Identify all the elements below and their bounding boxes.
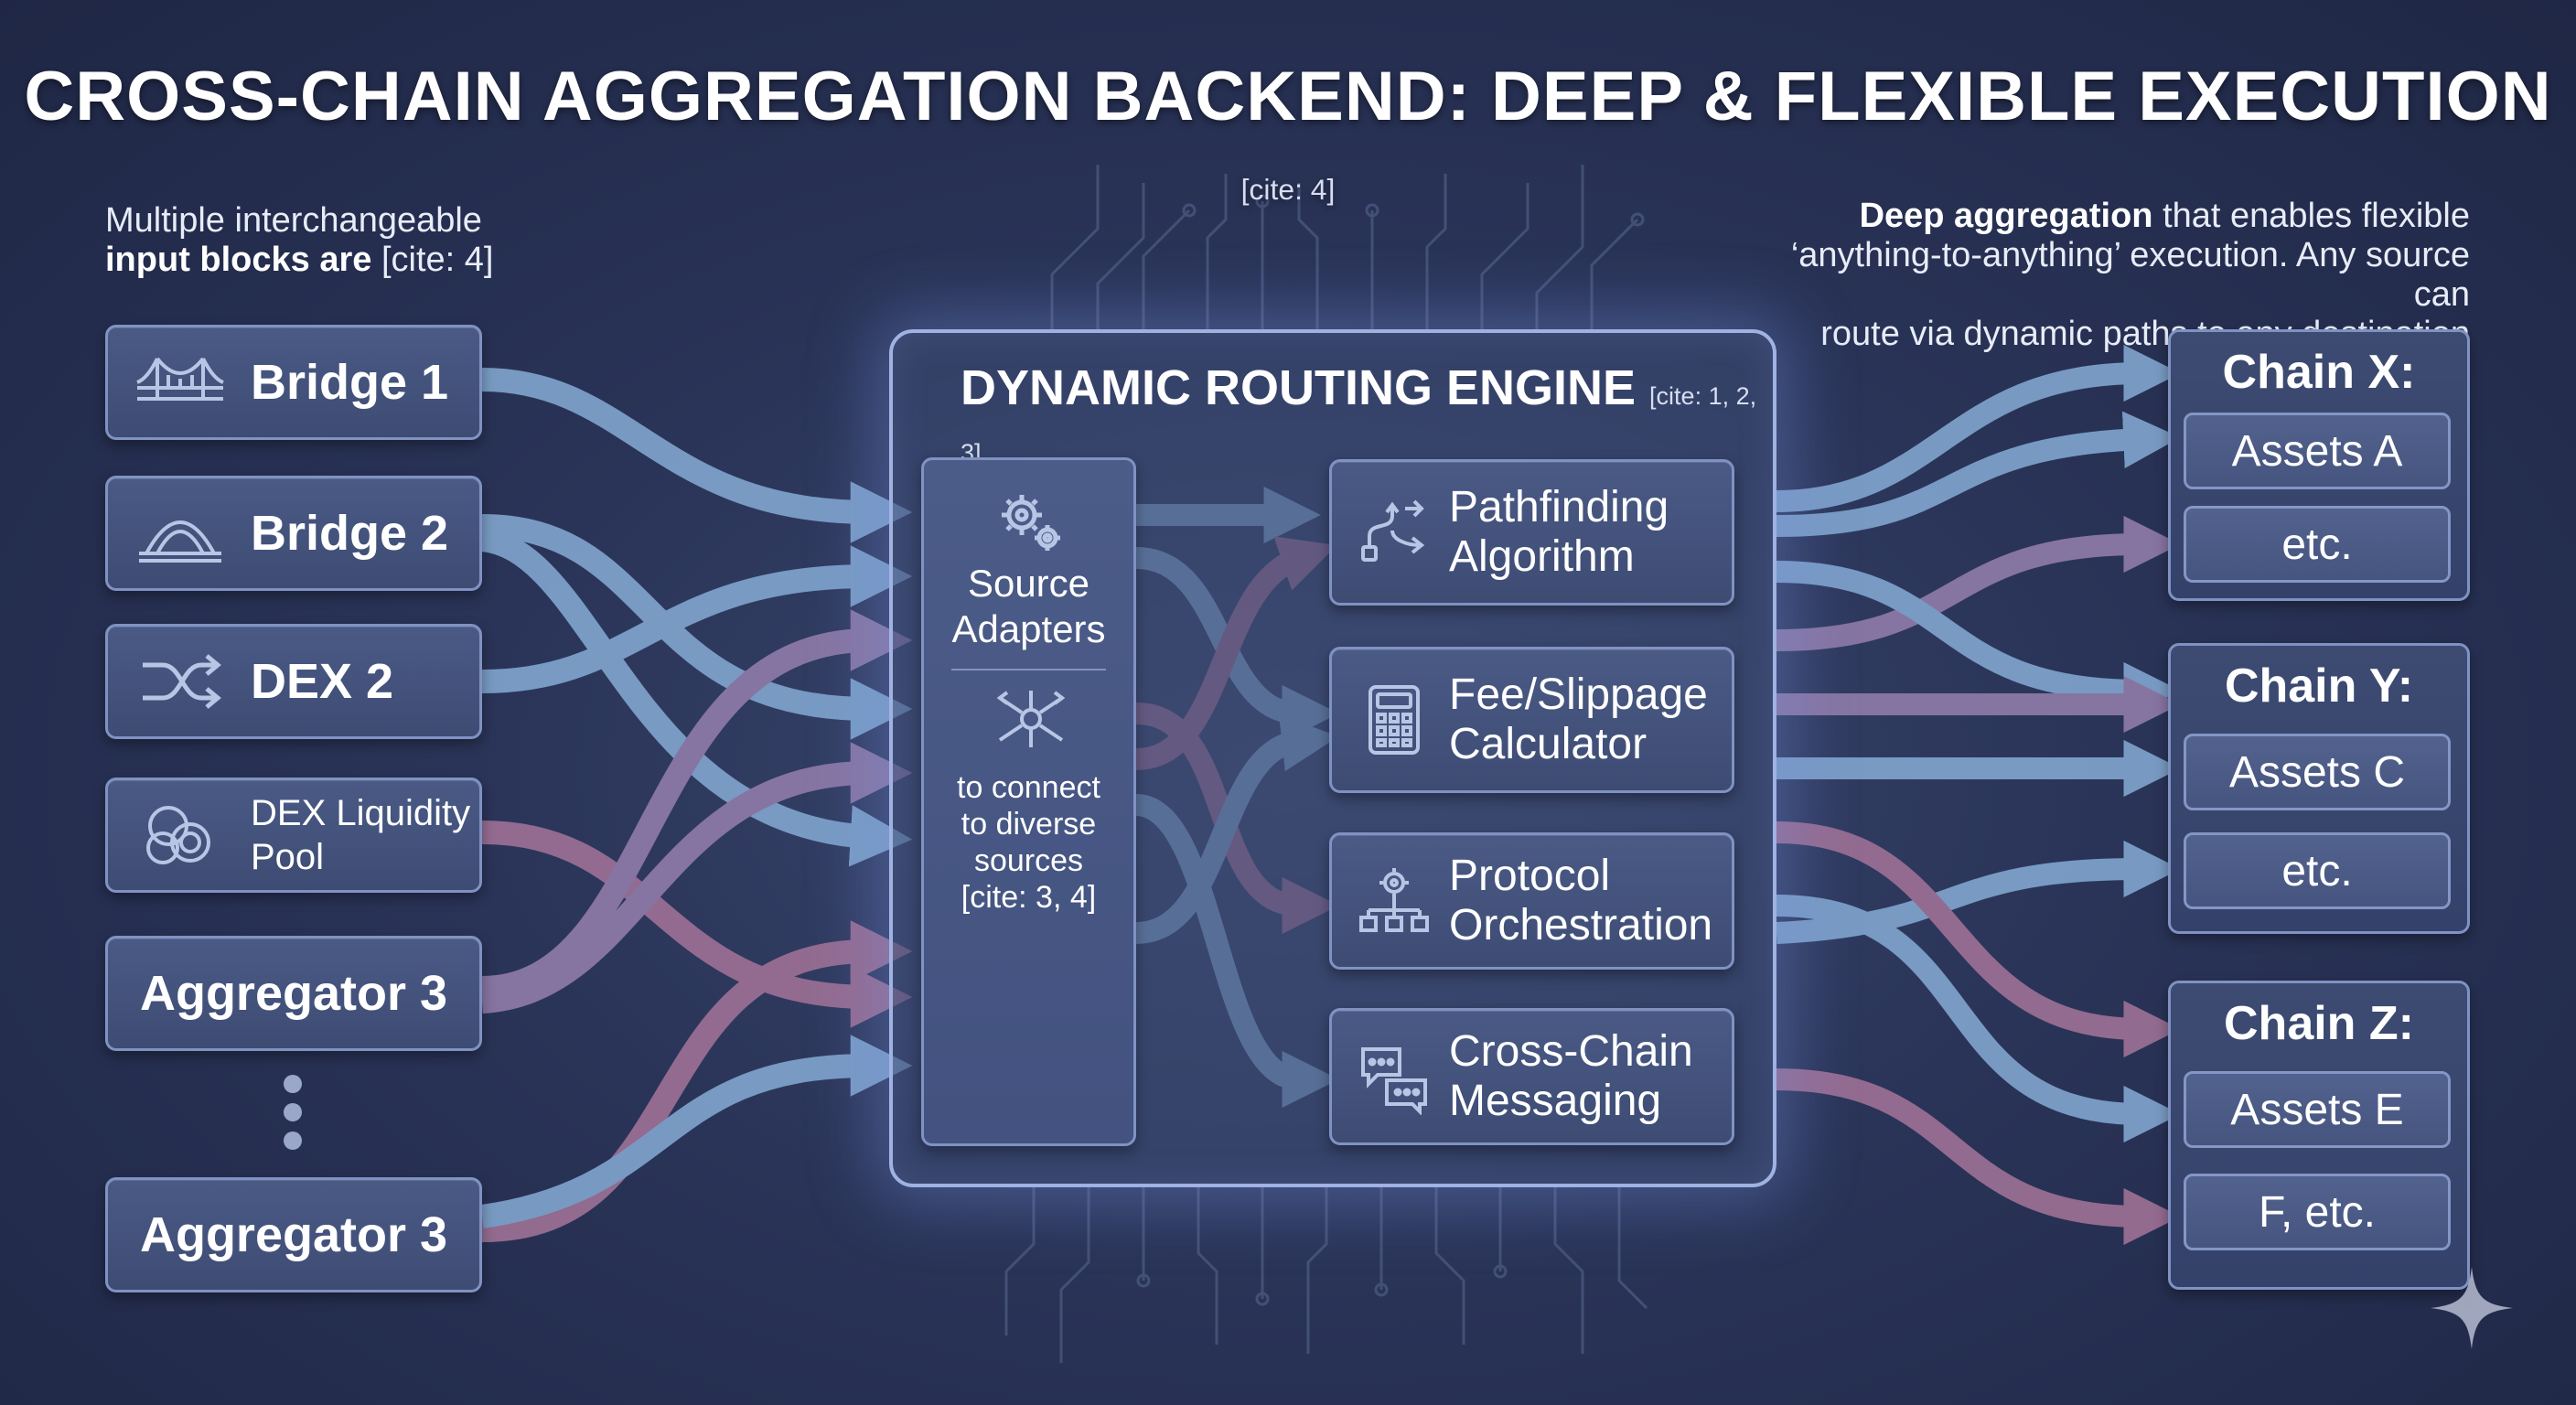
flow-out-8 [1776,821,2181,1058]
engine-title: DYNAMIC ROUTING ENGINE [cite: 1, 2, 3] [961,360,1757,467]
source-aggregator-3-a: Aggregator 3 [105,936,482,1051]
output-flow-arrows [1776,344,2181,1246]
source-dex-2: DEX 2 [105,624,482,739]
flow-out-1 [1776,344,2181,512]
asset-item: etc. [2184,832,2451,909]
left-caption: Multiple interchangeable input blocks ar… [105,201,494,279]
orchestration-icon [1359,868,1429,932]
calculator-icon [1368,685,1420,755]
flow-agg3a-b [481,742,913,1014]
flow-bridge1 [481,368,913,543]
circuit-traces-bottom [1004,1187,1648,1363]
asset-item: F, etc. [2184,1174,2451,1250]
flow-agg3a-a [481,609,913,1000]
page-title: CROSS-CHAIN AGGREGATION BACKEND: DEEP & … [24,58,2552,206]
circuit-traces-top [1050,165,1645,329]
source-bridge-1: Bridge 1 [105,325,482,440]
source-aggregator-3-b: Aggregator 3 [105,1177,482,1292]
input-flow-arrows [480,368,913,1242]
more-sources-ellipsis [279,1075,306,1160]
divider [951,669,1106,670]
source-label: DEX 2 [251,654,394,709]
chain-z: Chain Z: Assets E F, etc. [2168,981,2470,1290]
chat-bubbles-icon [1361,1047,1427,1115]
chain-x: Chain X: Assets A etc. [2168,329,2470,601]
title-citation: [cite: 4] [1240,173,1336,206]
flow-dex2 [481,545,913,693]
source-adapters-description: to connect to diverse sources [cite: 3, … [957,770,1100,915]
gears-icon [1002,495,1060,551]
asset-item: Assets E [2184,1071,2451,1148]
asset-item: Assets C [2184,734,2451,810]
connector-hub-icon [996,691,1066,747]
flow-out-3 [1776,515,2181,651]
source-label: Bridge 2 [251,506,449,561]
source-label: Aggregator 3 [139,966,448,1021]
flow-agg3b-b [480,1035,913,1228]
liquidity-pool-icon [146,806,210,864]
bridge-icon [136,357,224,401]
flow-out-10 [1776,1068,2181,1246]
flow-bridge2-b [480,528,913,867]
chain-y: Chain Y: Assets C etc. [2168,643,2470,934]
shuffle-icon [143,654,221,709]
arch-bridge-icon [139,520,221,563]
source-label: Aggregator 3 [139,1207,448,1262]
sparkle-icon [2431,1267,2513,1349]
flow-out-9 [1776,895,2181,1143]
flow-out-7 [1776,840,2181,944]
source-bridge-2: Bridge 2 [105,476,482,591]
source-label: Bridge 1 [251,355,449,410]
flow-out-2 [1776,411,2181,537]
flow-agg3b-a [481,920,913,1242]
asset-item: Assets A [2184,413,2451,489]
flow-out-4 [1776,561,2181,720]
asset-item: etc. [2184,506,2451,583]
flow-pool [481,820,913,1028]
route-icon [1361,499,1425,562]
chain-title: Chain Y: [2224,660,2414,713]
chain-title: Chain X: [2222,346,2416,399]
chain-title: Chain Z: [2224,997,2414,1050]
